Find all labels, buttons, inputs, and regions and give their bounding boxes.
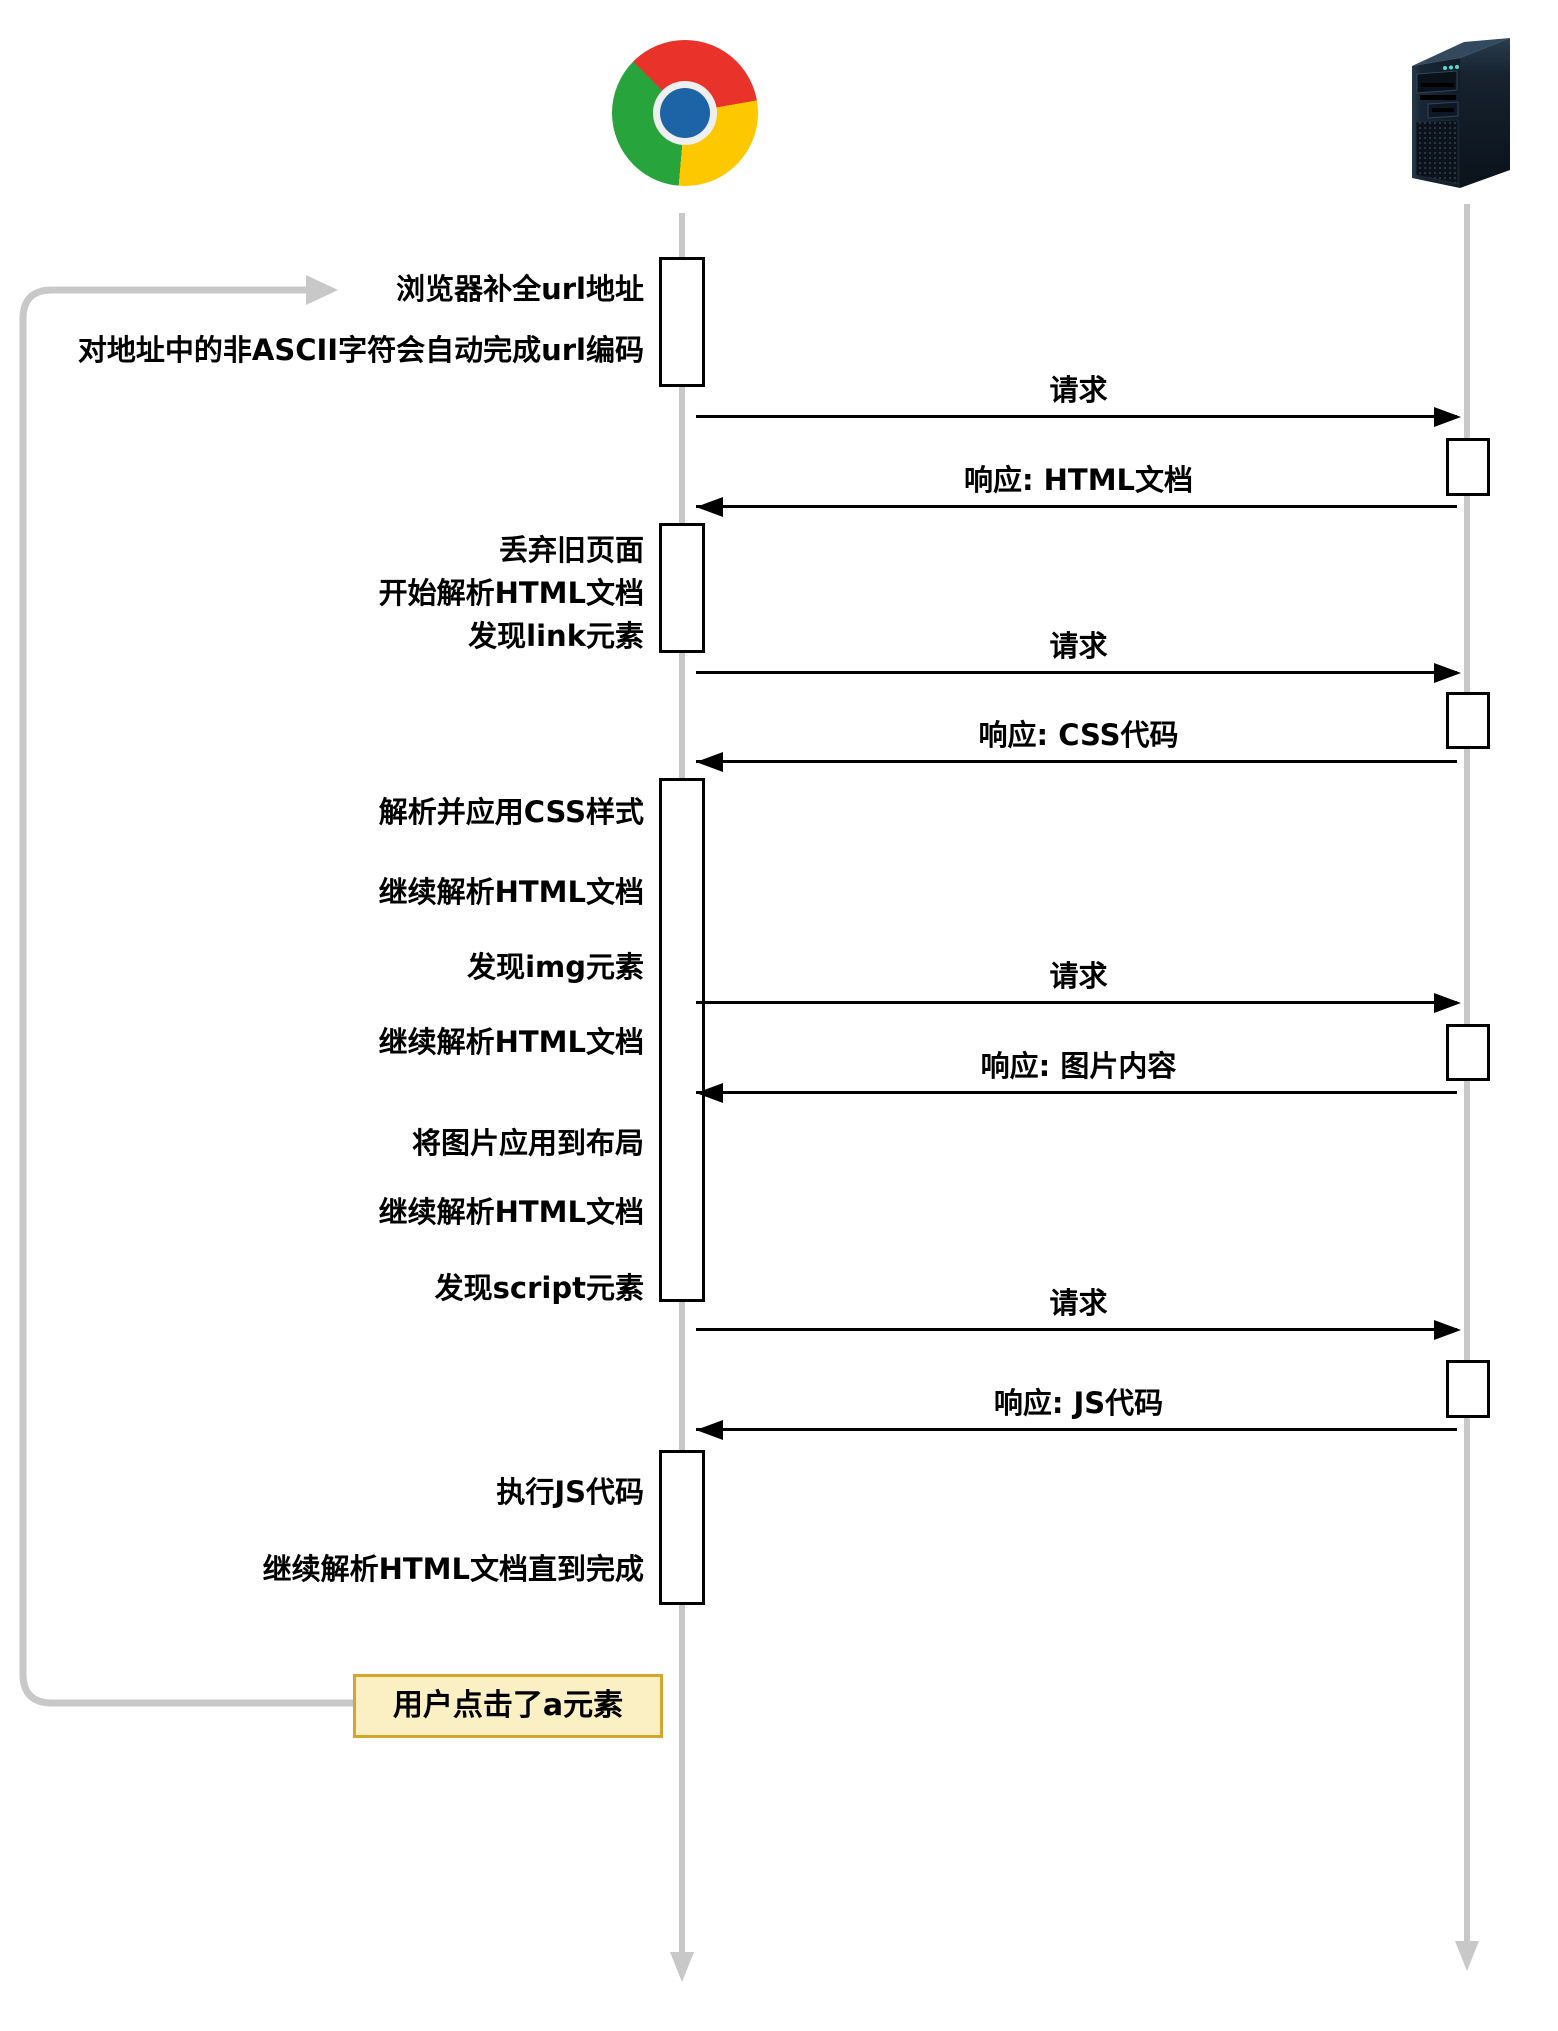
arrowhead-left-icon [696, 1083, 723, 1103]
step-label: 开始解析HTML文档 [378, 576, 644, 610]
arrowhead-left-icon [696, 1420, 723, 1440]
step-label: 发现script元素 [434, 1271, 644, 1305]
arrowhead-right-icon [1434, 993, 1461, 1013]
arrow-line [696, 1328, 1457, 1331]
arrowhead-right-icon [1434, 407, 1461, 427]
message-label: 响应: 图片内容 [980, 1049, 1177, 1083]
arrow-line [696, 1001, 1457, 1004]
arrowhead-left-icon [696, 752, 723, 772]
arrow-line [696, 760, 1457, 763]
chrome-hub [660, 88, 710, 138]
message-label: 请求 [1049, 629, 1108, 663]
step-label: 浏览器补全url地址 [396, 272, 644, 306]
note-user-clicked-a: 用户点击了a元素 [353, 1674, 663, 1738]
arrowhead-right-icon [1434, 1320, 1461, 1340]
step-label: 执行JS代码 [496, 1475, 644, 1509]
arrowhead-right-icon [1434, 663, 1461, 683]
message-label: 响应: HTML文档 [963, 463, 1194, 497]
activation-bar [1446, 1360, 1490, 1418]
step-label: 丢弃旧页面 [498, 533, 644, 567]
step-label: 发现img元素 [467, 950, 644, 984]
message-label: 请求 [1049, 959, 1108, 993]
step-label: 继续解析HTML文档 [378, 875, 644, 909]
arrow-line [696, 671, 1457, 674]
activation-bar [659, 778, 705, 1302]
activation-bar [1446, 438, 1490, 496]
activation-bar [659, 1450, 705, 1605]
message-label: 响应: JS代码 [993, 1386, 1164, 1420]
loopback-arrowhead [306, 275, 338, 305]
step-label: 对地址中的非ASCII字符会自动完成url编码 [77, 333, 644, 367]
arrow-line [696, 1091, 1457, 1094]
server-lifeline-arrowhead [1455, 1941, 1479, 1971]
message-label: 请求 [1049, 1286, 1108, 1320]
step-label: 解析并应用CSS样式 [378, 795, 644, 829]
step-label: 继续解析HTML文档 [378, 1025, 644, 1059]
browser-lifeline-arrowhead [670, 1952, 694, 1982]
server-tower-icon [1412, 38, 1510, 188]
activation-bar [1446, 1024, 1490, 1081]
arrowhead-left-icon [696, 497, 723, 517]
message-label: 请求 [1049, 373, 1108, 407]
activation-bar [659, 257, 705, 387]
activation-bar [659, 523, 705, 653]
step-label: 继续解析HTML文档直到完成 [262, 1552, 644, 1586]
message-label: 响应: CSS代码 [978, 718, 1179, 752]
arrow-line [696, 415, 1457, 418]
arrow-line [696, 1428, 1457, 1431]
chrome-logo-icon [612, 40, 758, 186]
arrow-line [696, 505, 1457, 508]
step-label: 继续解析HTML文档 [378, 1195, 644, 1229]
step-label: 将图片应用到布局 [411, 1126, 644, 1160]
step-label: 发现link元素 [468, 619, 644, 653]
activation-bar [1446, 692, 1490, 749]
